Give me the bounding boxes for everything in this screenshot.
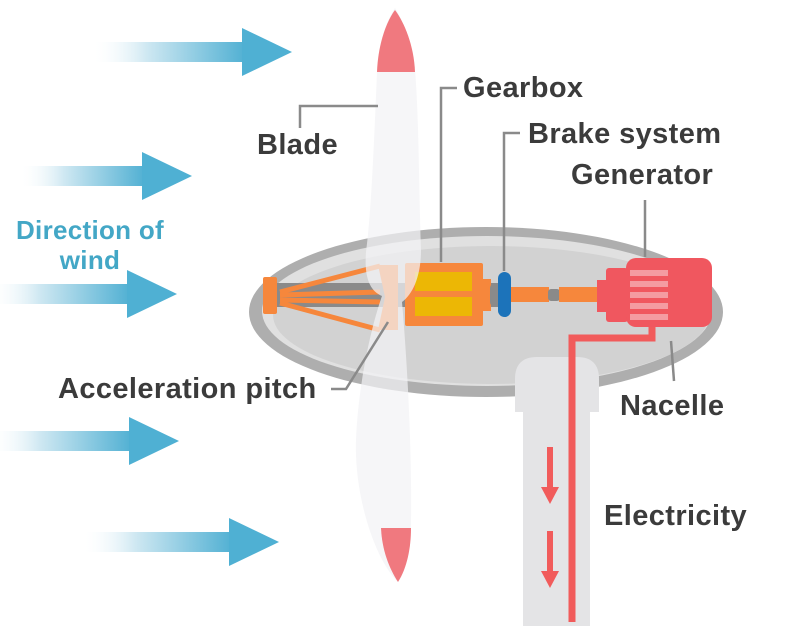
acceleration-pitch-label: Acceleration pitch <box>58 373 317 405</box>
tower <box>515 357 599 626</box>
hub <box>263 277 277 314</box>
nacelle-leader <box>669 340 676 382</box>
nacelle-label: Nacelle <box>620 390 725 422</box>
blade-tip-bottom <box>381 528 411 582</box>
gearbox-label: Gearbox <box>463 72 584 104</box>
brake-leader <box>502 131 520 271</box>
wind-arrow-icon-1 <box>95 28 292 76</box>
generator-fins <box>630 270 668 320</box>
generator-block <box>597 258 712 327</box>
electricity-label: Electricity <box>604 500 748 532</box>
wind-arrow-icon-4 <box>0 417 179 465</box>
brake-system-label: Brake system <box>528 118 722 150</box>
wind-arrow-icon-3 <box>0 270 177 318</box>
wind-direction-line2: wind <box>59 245 121 275</box>
wind-arrow-icon-5 <box>85 518 279 566</box>
leader-lines <box>298 86 676 391</box>
blade-tip-top <box>377 10 415 72</box>
blade-leader <box>298 104 378 128</box>
blade-label: Blade <box>257 129 338 161</box>
high-speed-shaft <box>511 287 598 302</box>
wind-arrow-icon-2 <box>22 152 192 200</box>
brake-disc <box>498 272 511 317</box>
wind-direction-label: Direction of wind <box>8 215 172 275</box>
blade <box>355 8 421 582</box>
pitch-cone-lines <box>279 263 381 333</box>
acceleration-pitch-leader <box>331 321 390 391</box>
down-arrow-icon-1 <box>541 447 559 504</box>
generator-label: Generator <box>571 159 714 191</box>
gearbox-leader <box>439 86 457 262</box>
gearbox-block <box>405 263 491 326</box>
down-arrow-icon-2 <box>541 531 559 588</box>
wind-direction-line1: Direction of <box>15 215 165 245</box>
